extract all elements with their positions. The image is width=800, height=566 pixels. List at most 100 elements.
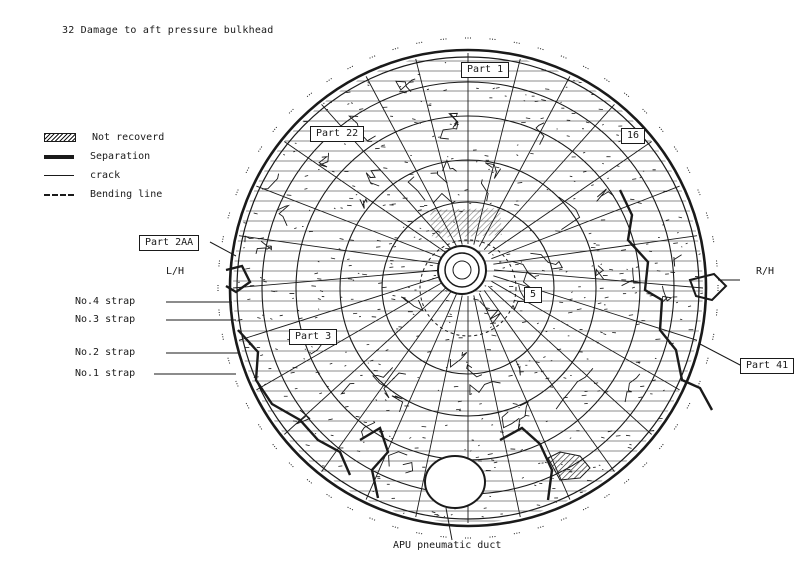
rim-station-marks — [217, 37, 719, 539]
texture-speck — [304, 175, 309, 177]
texture-speck — [484, 155, 489, 157]
texture-speck — [495, 87, 500, 89]
texture-speck — [319, 392, 323, 395]
radial-stiffener — [488, 285, 653, 435]
texture-speck — [412, 118, 416, 120]
rim-station-mark — [604, 493, 610, 499]
rim-station-mark — [272, 443, 277, 450]
texture-speck — [569, 175, 573, 178]
crack-line — [395, 78, 416, 93]
texture-speck — [566, 324, 569, 326]
texture-speck — [635, 266, 639, 268]
texture-speck — [594, 382, 599, 384]
crack-line — [383, 372, 406, 399]
texture-speck — [259, 237, 265, 239]
texture-speck — [330, 434, 334, 437]
texture-speck — [603, 333, 607, 335]
texture-speck — [520, 449, 524, 451]
left-hand-side-label: L/H — [166, 266, 185, 277]
texture-speck — [563, 377, 567, 379]
crack-line — [359, 197, 368, 209]
texture-speck — [492, 254, 494, 256]
crack-line — [469, 381, 501, 396]
center-hub-ring — [444, 252, 480, 288]
texture-speck — [514, 204, 520, 206]
radial-stiffener — [491, 185, 680, 260]
texture-speck — [545, 420, 548, 423]
crack-line — [439, 113, 459, 140]
texture-speck — [370, 183, 373, 185]
rim-station-mark — [582, 506, 589, 511]
texture-speck — [383, 167, 388, 169]
texture-speck — [304, 188, 308, 190]
texture-speck — [487, 453, 493, 455]
bending-line-ring — [419, 239, 517, 337]
texture-speck — [253, 212, 258, 215]
texture-speck — [559, 268, 563, 271]
texture-speck — [600, 263, 603, 265]
rim-station-mark — [257, 424, 263, 430]
radial-stiffener — [283, 285, 448, 435]
texture-speck — [540, 370, 544, 373]
thick-line-swatch-icon — [44, 154, 74, 159]
texture-speck — [420, 100, 423, 103]
radial-stiffener — [233, 269, 443, 289]
rim-station-mark — [440, 536, 447, 538]
texture-speck — [317, 260, 320, 263]
texture-speck — [662, 389, 665, 392]
rim-station-mark — [369, 55, 376, 59]
texture-speck — [597, 302, 602, 305]
texture-speck — [508, 374, 513, 377]
crack-line — [595, 265, 605, 280]
texture-speck — [392, 295, 396, 297]
not-recovered-area-center — [430, 208, 502, 238]
texture-speck — [673, 242, 679, 244]
texture-speck — [489, 326, 492, 328]
bulkhead-inner-rim — [236, 56, 700, 520]
texture-speck — [457, 194, 460, 196]
texture-speck — [512, 403, 518, 405]
texture-speck — [493, 461, 498, 464]
part-2aa-label: Part 2AA — [139, 235, 200, 251]
texture-speck — [534, 371, 538, 374]
texture-speck — [607, 430, 613, 433]
texture-speck — [576, 308, 582, 311]
texture-speck — [245, 267, 251, 270]
texture-speck — [298, 317, 303, 320]
texture-speck — [698, 253, 701, 255]
texture-speck — [602, 162, 604, 165]
texture-speck — [356, 450, 361, 452]
texture-speck — [538, 462, 541, 465]
texture-speck — [294, 227, 297, 230]
rim-station-mark — [235, 189, 239, 196]
texture-speck — [314, 272, 319, 275]
texture-speck — [381, 144, 386, 146]
texture-speck — [620, 249, 627, 251]
texture-speck — [638, 396, 643, 398]
texture-speck — [631, 286, 635, 289]
texture-speck — [317, 308, 320, 310]
texture-speck — [491, 459, 495, 461]
texture-speck — [474, 298, 479, 301]
crack-line — [480, 179, 489, 202]
crack-line — [466, 364, 483, 378]
texture-speck — [489, 202, 492, 205]
rim-station-mark — [642, 108, 648, 114]
texture-speck — [665, 219, 670, 221]
texture-speck — [536, 504, 541, 506]
texture-speck — [444, 62, 447, 64]
rim-station-mark — [306, 479, 313, 484]
texture-speck — [283, 154, 286, 156]
texture-speck — [355, 415, 360, 418]
crack-line — [558, 196, 581, 230]
radial-stiffener — [238, 235, 443, 265]
texture-speck — [339, 238, 344, 240]
rim-station-mark — [218, 260, 220, 267]
rim-station-mark — [440, 38, 447, 40]
texture-speck — [329, 362, 333, 365]
texture-speck — [508, 291, 512, 293]
texture-speck — [391, 437, 393, 440]
texture-speck — [582, 170, 587, 173]
texture-speck — [259, 276, 262, 279]
texture-speck — [479, 290, 482, 293]
